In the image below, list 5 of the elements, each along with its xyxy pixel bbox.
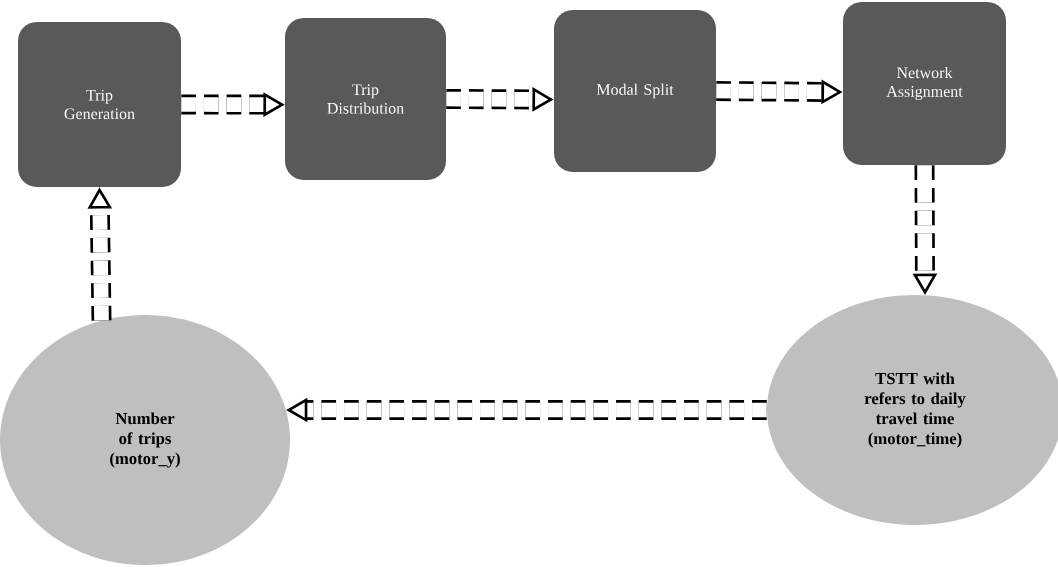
process-box: Network Assignment <box>843 2 1006 165</box>
process-box: Trip Generation <box>18 22 181 187</box>
process-box: Modal Split <box>554 10 716 172</box>
ellipse-node: Number of trips (motor_y) <box>0 315 290 565</box>
process-box: Trip Distribution <box>285 18 446 180</box>
